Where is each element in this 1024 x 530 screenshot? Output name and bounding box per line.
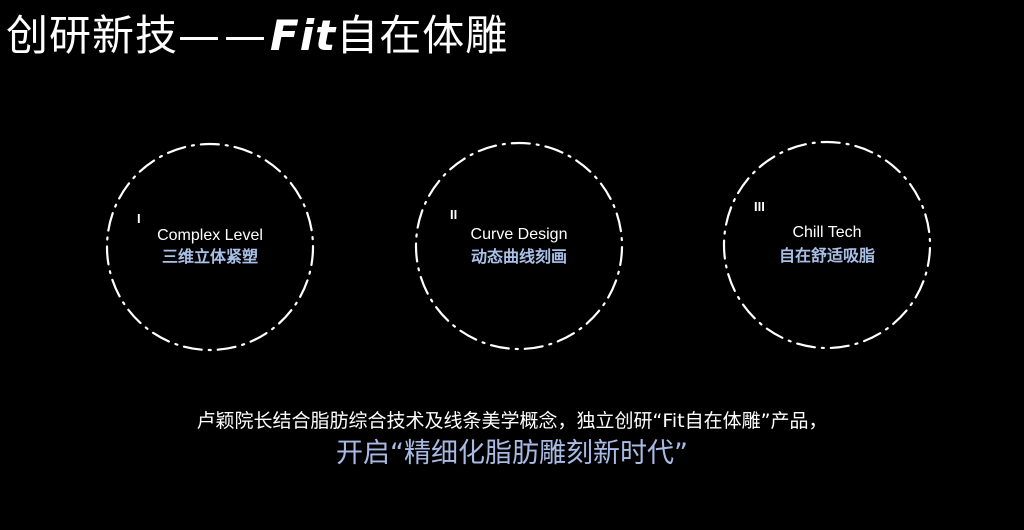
feature-card-complex-level: I Complex Level 三维立体紧塑: [105, 142, 315, 352]
feature-numeral: II: [450, 207, 458, 222]
feature-english-label: Curve Design: [470, 226, 568, 243]
page-title: 创研新技——Fit自在体雕: [6, 8, 508, 64]
dash-dot-circle-icon: [722, 140, 932, 350]
title-dash: ——: [178, 11, 271, 60]
feature-numeral: I: [137, 211, 141, 226]
title-prefix: 创研新技: [6, 11, 179, 60]
feature-card-chill-tech: III Chill Tech 自在舒适吸脂: [722, 140, 932, 350]
description-line-1: 卢颖院长结合脂肪综合技术及线条美学概念，独立创研“Fit自在体雕”产品，: [196, 410, 828, 432]
feature-english-label: Chill Tech: [792, 224, 862, 241]
dash-dot-circle-icon: [105, 142, 315, 352]
title-suffix: 自在体雕: [336, 11, 509, 60]
feature-chinese-label: 三维立体紧塑: [161, 247, 258, 266]
dash-dot-circle-icon: [414, 141, 624, 351]
feature-card-curve-design: II Curve Design 动态曲线刻画: [414, 141, 624, 351]
feature-english-label: Complex Level: [157, 227, 263, 244]
feature-numeral: III: [754, 199, 765, 214]
feature-chinese-label: 自在舒适吸脂: [778, 246, 875, 265]
description-line-2: 开启“精细化脂肪雕刻新时代”: [336, 438, 688, 469]
feature-chinese-label: 动态曲线刻画: [470, 247, 567, 266]
title-brand: Fit: [270, 11, 337, 60]
